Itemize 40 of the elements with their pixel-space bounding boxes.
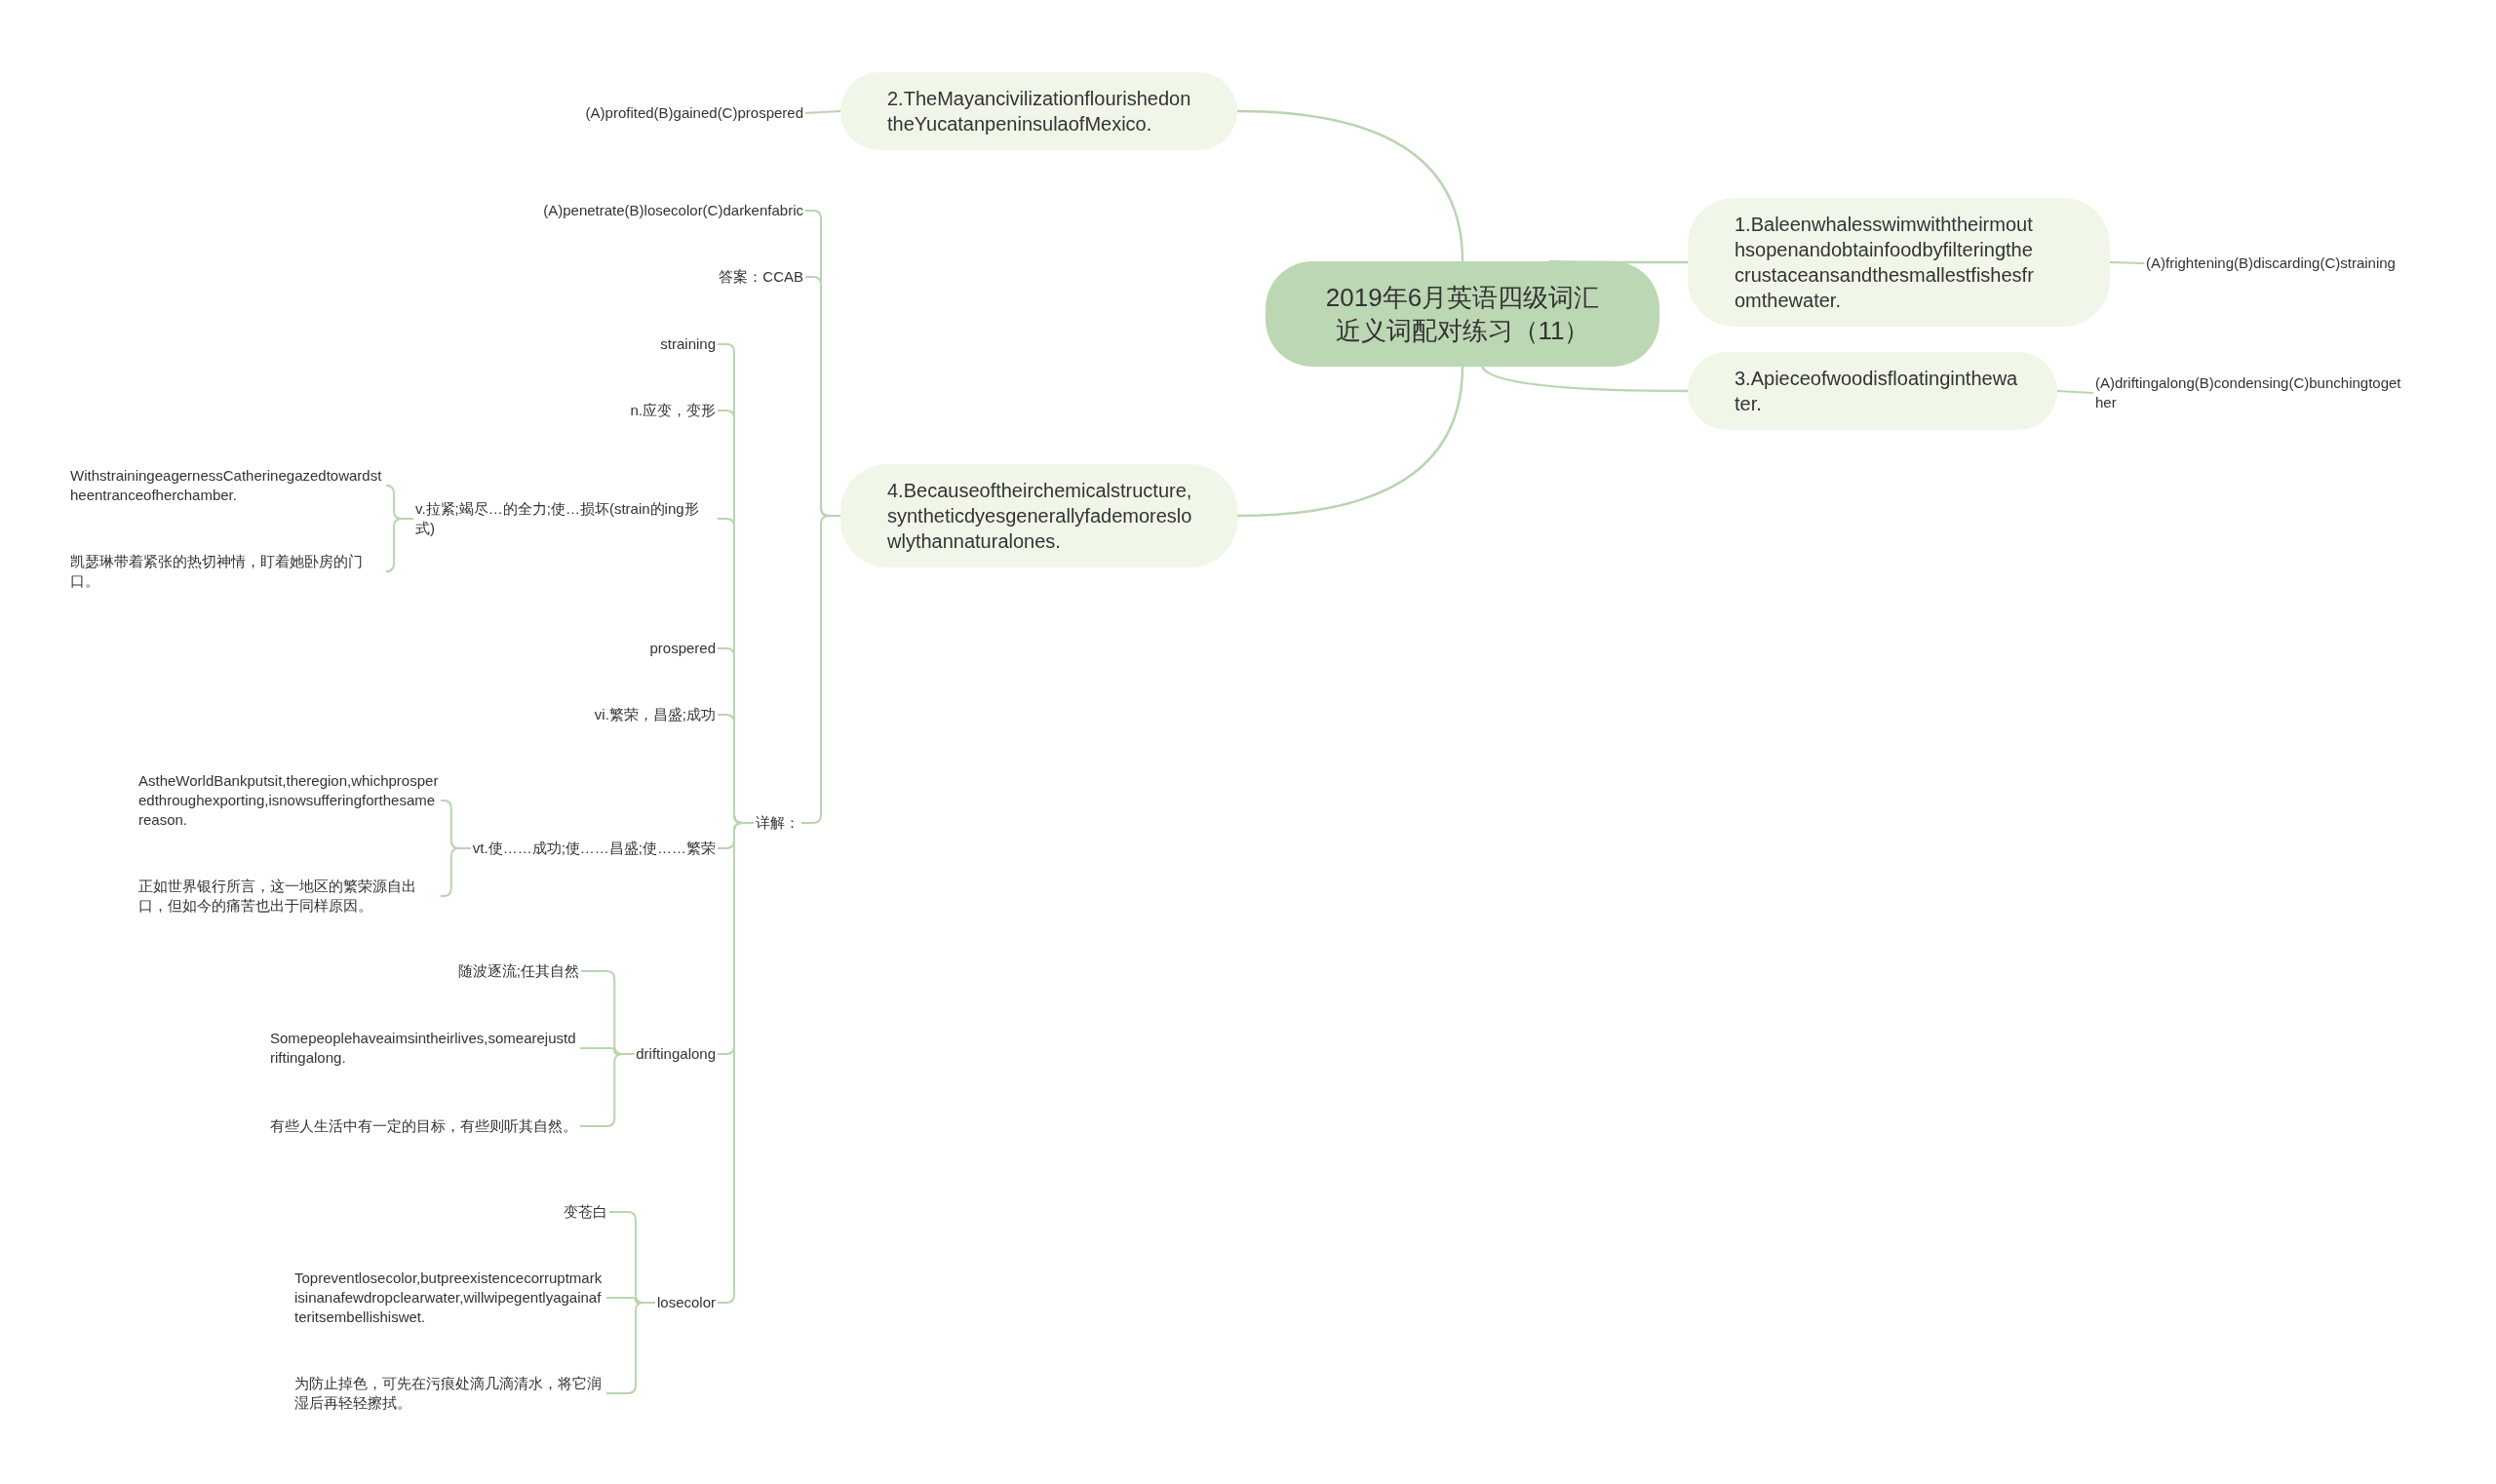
- connector-line: [1481, 366, 1688, 393]
- topic-bubble: [1688, 198, 2110, 327]
- subtopic-text: Somepeoplehaveaimsintheirlives,somearejustdriftingalong.: [268, 1029, 580, 1068]
- subtopic-text: n.应变，变形: [628, 401, 718, 420]
- subtopic-text: driftingalong: [634, 1044, 718, 1064]
- connector-line: [579, 1053, 636, 1127]
- topic-text: 4.Becauseoftheirchemicalstructure,syntheticdyesgenerallyfademoreslowlythannaturalones.: [887, 479, 1193, 554]
- subtopic-text: (A)frightening(B)discarding(C)straining: [2144, 254, 2466, 273]
- connector-line: [2056, 390, 2094, 394]
- connector-line: [385, 518, 414, 572]
- subtopic-text: 答案：CCAB: [717, 267, 805, 287]
- connector-line: [1236, 109, 1464, 262]
- subtopic-text: WithstrainingeagernessCatherinegazedtowardstheentranceofherchamber.: [68, 466, 390, 505]
- topic-text: 2.TheMayancivilizationflourishedontheYucatanpeninsulaofMexico.: [887, 87, 1192, 137]
- subtopic-text: AstheWorldBankputsit,theregion,whichprosperedthroughexporting,isnowsufferingforthesamereason.: [136, 771, 441, 830]
- subtopic-text: 为防止掉色，可先在污痕处滴几滴清水，将它润湿后再轻轻擦拭。: [292, 1374, 606, 1413]
- connector-line: [1236, 366, 1464, 518]
- topic-text: 3.Apieceofwoodisfloatinginthewater.: [1735, 367, 2018, 416]
- subtopic-text: 正如世界银行所言，这一地区的繁荣源自出口，但如今的痛苦也出于同样原因。: [136, 877, 441, 916]
- subtopic-text: straining: [658, 334, 718, 354]
- topic-text: 1.Baleenwhalesswimwiththeirmouthsopenandobtainfoodbyfilteringthecrustaceansandthesmallestfishesfromthewater.: [1735, 213, 2035, 313]
- subtopic-text: 有些人生活中有一定的目标，有些则听其自然。: [268, 1116, 580, 1136]
- subtopic-text: losecolor: [654, 1293, 718, 1312]
- subtopic-text: 变苍白: [562, 1202, 609, 1222]
- subtopic-text: prospered: [647, 639, 718, 658]
- subtopic-text: 详解：: [754, 813, 801, 833]
- subtopic-text: vi.繁荣，昌盛;成功: [592, 705, 718, 724]
- subtopic-text: 凯瑟琳带着紧张的热切神情，盯着她卧房的门口。: [68, 552, 390, 591]
- subtopic-text: v.拉紧;竭尽…的全力;使…损坏(strain的ing形式): [413, 499, 718, 538]
- central-topic-text: 2019年6月英语四级词汇近义词配对练习（11）: [1324, 282, 1601, 347]
- connector-line: [804, 110, 841, 114]
- subtopic-text: (A)penetrate(B)losecolor(C)darkenfabric: [541, 201, 805, 220]
- subtopic-text: vt.使……成功;使……昌盛;使……繁荣: [470, 839, 718, 858]
- subtopic-text: (A)profited(B)gained(C)prospered: [583, 103, 805, 123]
- subtopic-text: 随波逐流;任其自然: [455, 961, 581, 981]
- connector-line: [2109, 261, 2145, 264]
- connector-line: [800, 515, 841, 824]
- subtopic-text: (A)driftingalong(B)condensing(C)bunchingtogether: [2093, 373, 2405, 412]
- subtopic-text: Topreventlosecolor,butpreexistencecorruptmarkisinanafewdropclearwater,willwipegentlyagainafteritsembellishiswet.: [292, 1269, 606, 1327]
- connector-line: [440, 847, 472, 897]
